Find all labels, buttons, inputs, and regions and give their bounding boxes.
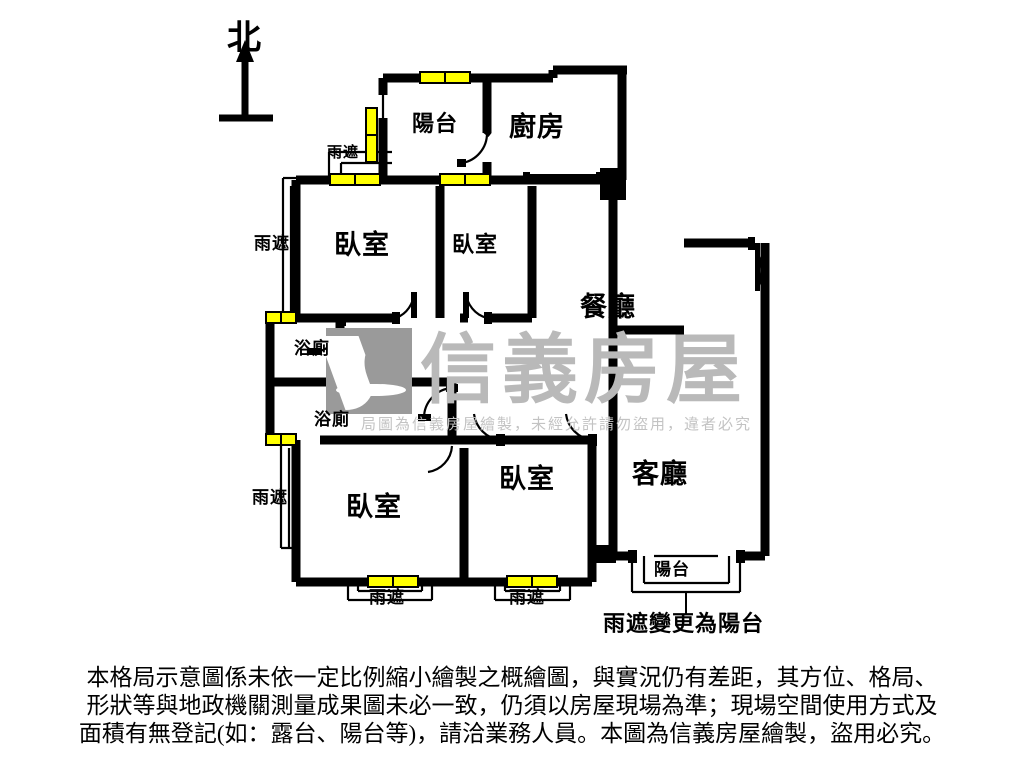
room-label-balcony-top: 陽台 (412, 111, 459, 136)
room-label-kitchen: 廚房 (509, 112, 565, 142)
north-compass-icon (219, 40, 273, 122)
floor-plan-drawing (219, 40, 770, 614)
room-label-bedroom-1: 臥室 (334, 230, 390, 260)
annotation-rain-shelter-bottom-left: 雨遮 (369, 588, 405, 607)
window-markers (265, 71, 558, 588)
annotation-rain-shelter-left-lower: 雨遮 (252, 488, 288, 507)
room-label-dining: 餐廳 (580, 292, 636, 322)
annotation-rain-shelter-left-upper: 雨遮 (254, 234, 290, 253)
room-label-bathroom-1: 浴廁 (294, 339, 330, 358)
room-label-living: 客廳 (632, 459, 688, 489)
room-label-bathroom-2: 浴廁 (314, 410, 350, 429)
room-label-bedroom-4: 臥室 (499, 464, 555, 494)
annotation-rain-shelter-top-left: 雨遮 (327, 145, 360, 161)
wall-pier (594, 545, 616, 563)
north-label: 北 (227, 20, 263, 57)
room-label-balcony-bottom: 陽台 (654, 560, 690, 579)
room-label-bedroom-2: 臥室 (452, 232, 499, 257)
annotation-rain-shelter-converted: 雨遮變更為陽台 (603, 611, 765, 636)
disclaimer-line-3: 面積有無登記(如：露台、陽台等)，請洽業務人員。本圖為信義房屋繪製，盜用必究。 (78, 721, 946, 746)
disclaimer-line-1: 本格局示意圖係未依一定比例縮小繪製之概繪圖，與實況仍有差距，其方位、格局、 (86, 665, 938, 690)
annotation-rain-shelter-bottom-mid: 雨遮 (509, 588, 545, 607)
door-swings (308, 129, 763, 563)
wall-pier (600, 168, 626, 200)
room-label-bedroom-3: 臥室 (346, 492, 402, 522)
disclaimer-text: 本格局示意圖係未依一定比例縮小繪製之概繪圖，與實況仍有差距，其方位、格局、 形狀… (0, 664, 1024, 748)
disclaimer-line-2: 形狀等與地政機關測量成果圖未必一致，仍須以房屋現場為準；現場空間使用方式及 (86, 693, 938, 718)
